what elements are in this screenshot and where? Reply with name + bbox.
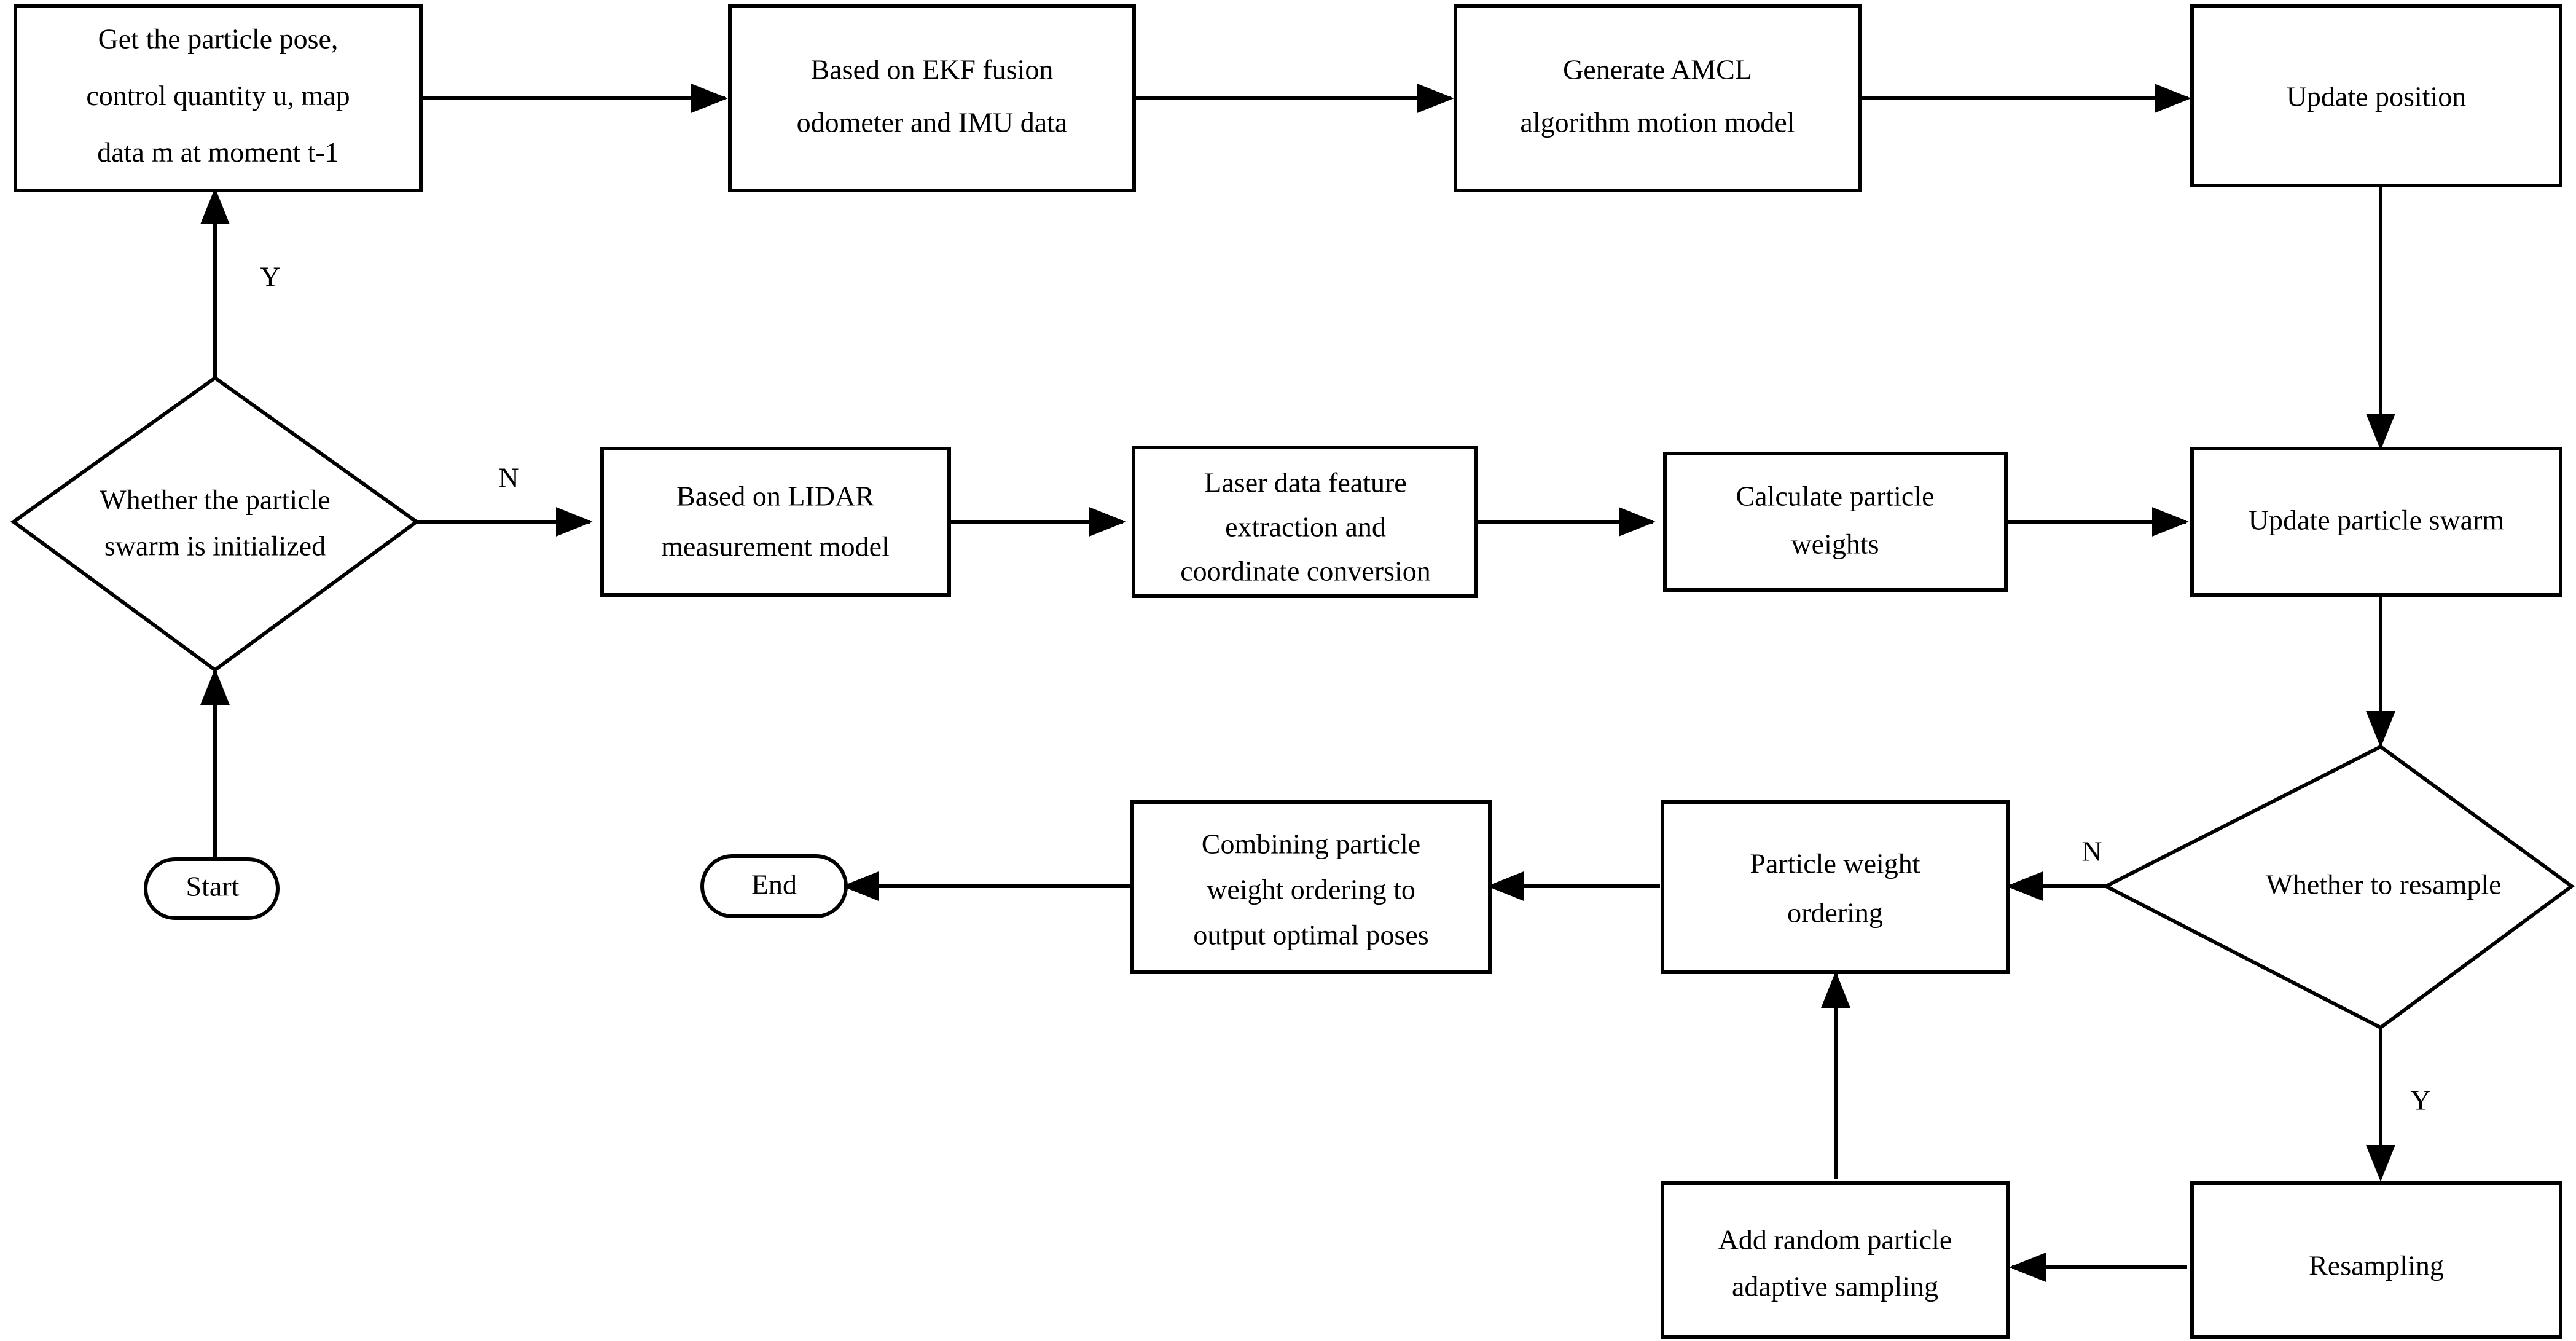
branch-label-resample-no: N xyxy=(2081,836,2102,867)
node-get-particle-pose-line2: control quantity u, map xyxy=(86,80,350,111)
branch-label-initialized-yes: Y xyxy=(260,261,280,293)
node-particle-weight-ordering[interactable]: Particle weight ordering xyxy=(1661,800,2010,974)
node-laser-feature-extraction[interactable]: Laser data feature extraction and coordi… xyxy=(1132,446,1478,598)
node-combining-line1: Combining particle xyxy=(1202,828,1420,860)
node-particle-weight-ordering-line2: ordering xyxy=(1787,897,1883,929)
node-update-particle-swarm-label: Update particle swarm xyxy=(2249,505,2505,536)
node-end-label: End xyxy=(751,869,797,900)
node-amcl-motion-model-line2: algorithm motion model xyxy=(1520,107,1795,138)
node-combining-line2: weight ordering to xyxy=(1207,874,1415,905)
node-swarm-initialized-line2: swarm is initialized xyxy=(104,530,326,562)
branch-label-resample-yes: Y xyxy=(2410,1085,2430,1116)
node-calculate-particle-weights[interactable]: Calculate particle weights xyxy=(1663,452,2008,592)
node-amcl-motion-model-line1: Generate AMCL xyxy=(1563,54,1752,85)
node-combining-line3: output optimal poses xyxy=(1193,919,1428,951)
node-get-particle-pose-line1: Get the particle pose, xyxy=(98,23,339,55)
node-calculate-weights-line1: Calculate particle xyxy=(1736,481,1934,512)
node-add-random-particle-line1: Add random particle xyxy=(1718,1224,1952,1256)
node-start-label: Start xyxy=(186,871,240,902)
node-laser-feature-line2: extraction and xyxy=(1225,511,1386,543)
node-start[interactable]: Start xyxy=(144,857,280,920)
node-end[interactable]: End xyxy=(700,854,848,918)
node-amcl-motion-model[interactable]: Generate AMCL algorithm motion model xyxy=(1454,4,1862,192)
node-particle-weight-ordering-line1: Particle weight xyxy=(1750,848,1920,879)
node-lidar-line1: Based on LIDAR xyxy=(676,481,874,512)
node-update-position[interactable]: Update position xyxy=(2190,4,2562,187)
node-whether-resample-decision[interactable]: Whether to resample xyxy=(2102,744,2575,1030)
node-ekf-fusion[interactable]: Based on EKF fusion odometer and IMU dat… xyxy=(728,4,1136,192)
node-combining-output-optimal-poses[interactable]: Combining particle weight ordering to ou… xyxy=(1130,800,1492,974)
node-lidar-line2: measurement model xyxy=(661,531,890,562)
node-swarm-initialized-line1: Whether the particle xyxy=(100,484,330,516)
node-get-particle-pose[interactable]: Get the particle pose, control quantity … xyxy=(14,4,423,192)
node-laser-feature-line3: coordinate conversion xyxy=(1180,556,1430,587)
node-whether-resample-label: Whether to resample xyxy=(2266,869,2501,900)
node-add-random-particle-line2: adaptive sampling xyxy=(1732,1271,1938,1302)
branch-label-initialized-no: N xyxy=(498,462,519,494)
node-get-particle-pose-line3: data m at moment t-1 xyxy=(97,136,339,168)
node-resampling-label: Resampling xyxy=(2309,1250,2444,1281)
node-calculate-weights-line2: weights xyxy=(1791,529,1879,560)
node-swarm-initialized-decision[interactable]: Whether the particle swarm is initialize… xyxy=(10,376,420,672)
node-ekf-fusion-line2: odometer and IMU data xyxy=(797,107,1068,138)
node-ekf-fusion-line1: Based on EKF fusion xyxy=(811,54,1054,85)
node-resampling[interactable]: Resampling xyxy=(2190,1181,2562,1339)
node-lidar-measurement-model[interactable]: Based on LIDAR measurement model xyxy=(600,447,951,597)
node-update-particle-swarm[interactable]: Update particle swarm xyxy=(2190,447,2562,597)
node-update-position-label: Update position xyxy=(2287,81,2467,112)
node-laser-feature-line1: Laser data feature xyxy=(1204,467,1406,498)
node-add-random-particle[interactable]: Add random particle adaptive sampling xyxy=(1661,1181,2010,1339)
